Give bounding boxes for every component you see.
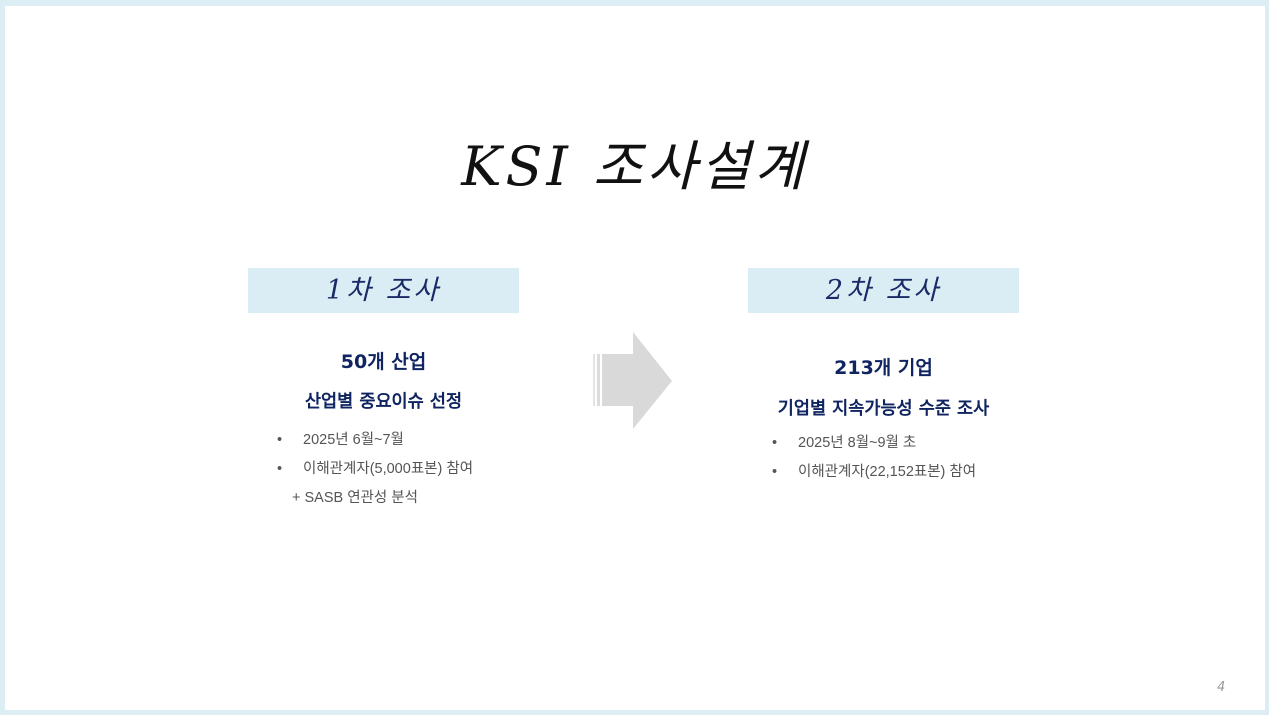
stage1-header: 1차 조사 (248, 268, 519, 313)
stage2-header: 2차 조사 (748, 268, 1019, 313)
bullet-item: •이해관계자(22,152표본) 참여 (772, 464, 977, 480)
bullet-item: •2025년 8월~9월 초 (772, 435, 917, 451)
extra-note: + SASB 연관성 분석 (292, 490, 418, 506)
stage2-headline: 213개 기업 (834, 357, 933, 379)
stage1-subhead: 산업별 중요이슈 선정 (304, 392, 463, 412)
stage2-bullets: •2025년 8월~9월 초 •이해관계자(22,152표본) 참여 (772, 429, 976, 487)
arrow-right-icon (593, 332, 672, 429)
bullet-item: •2025년 6월~7월 (277, 432, 404, 448)
bullet-item: •이해관계자(5,000표본) 참여 (277, 461, 474, 477)
slide-title: KSI 조사설계 (461, 135, 808, 198)
stage1-headline: 50개 산업 (340, 351, 427, 373)
page-number: 4 (1217, 680, 1226, 695)
stage1-bullets: •2025년 6월~7월 •이해관계자(5,000표본) 참여 + SASB 연… (277, 426, 473, 513)
stage2-subhead: 기업별 지속가능성 수준 조사 (777, 399, 990, 419)
